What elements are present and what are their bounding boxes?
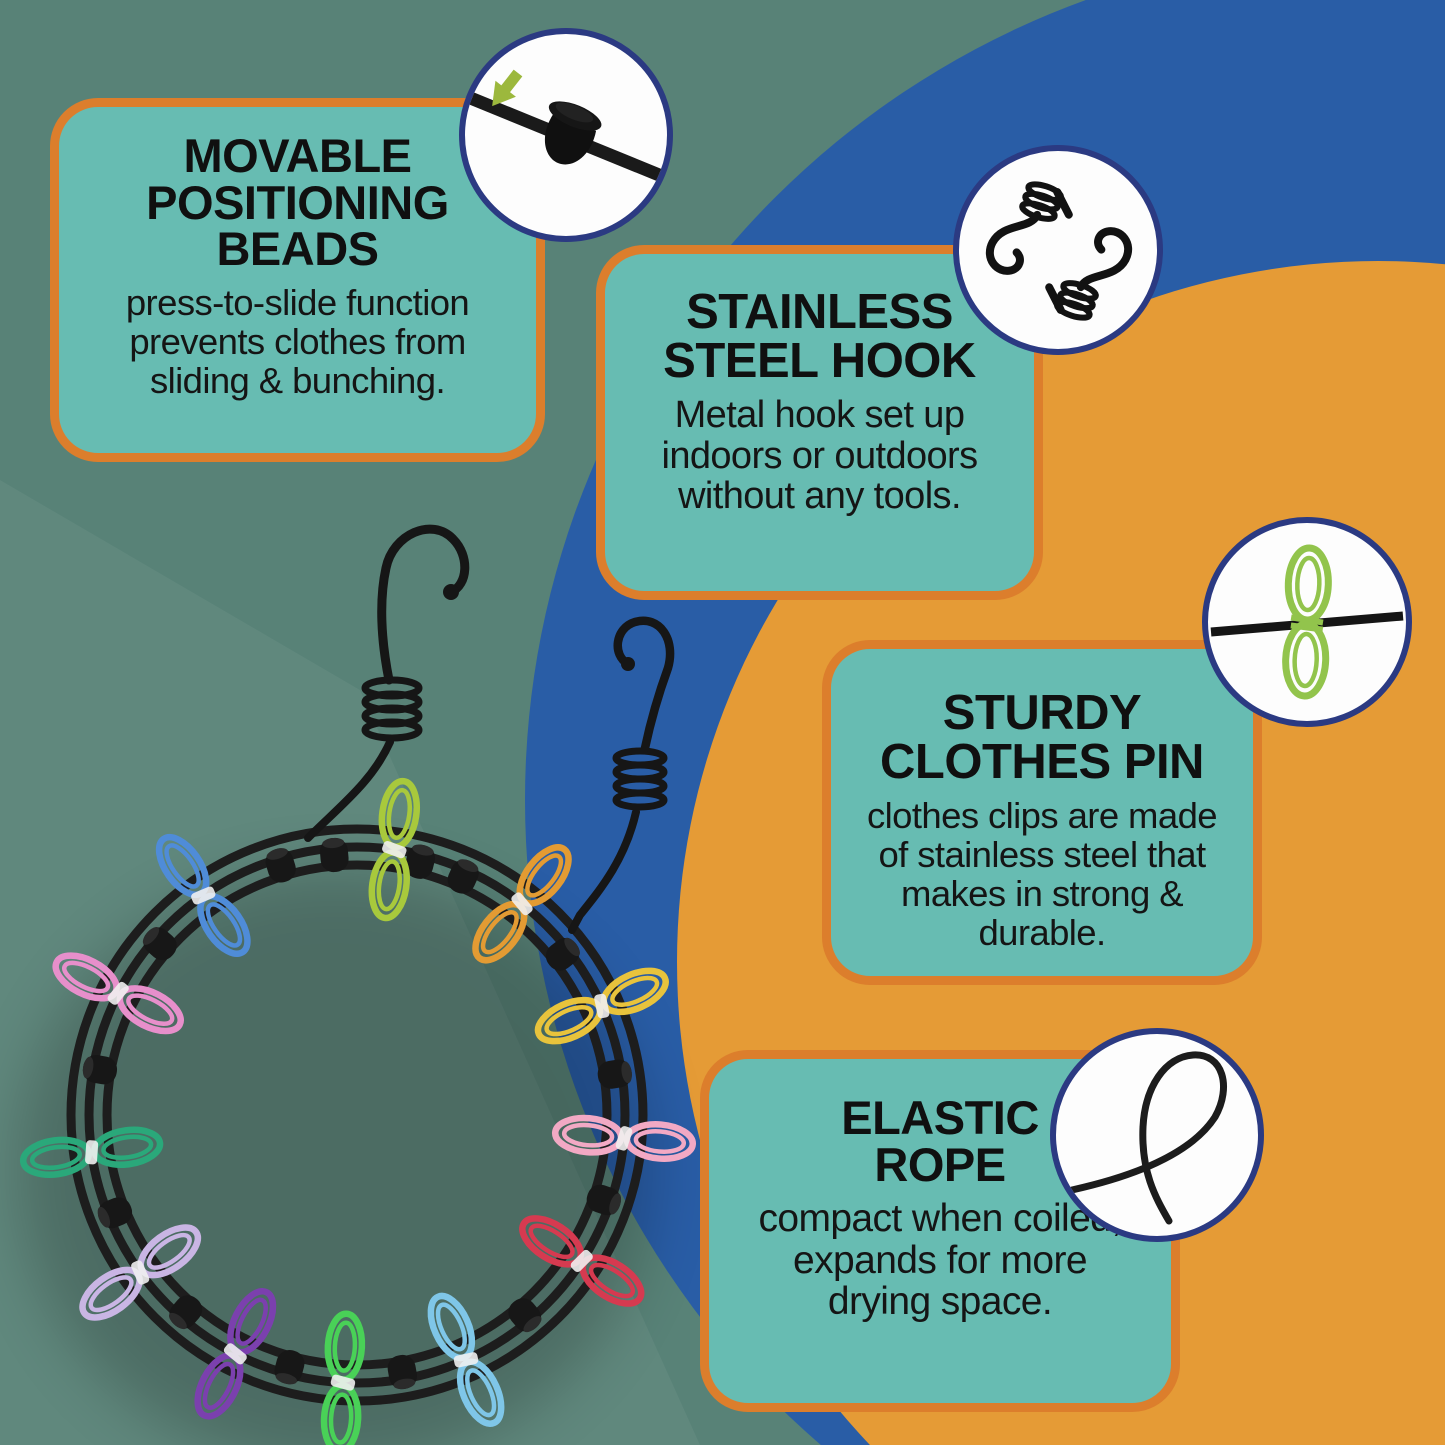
callout-stainless-steel-hook: STAINLESS STEEL HOOK Metal hook set up i… xyxy=(596,245,1043,600)
title-line: ELASTIC xyxy=(841,1091,1039,1144)
clothes-clip xyxy=(368,777,421,922)
clothes-clip xyxy=(52,952,184,1035)
clothes-clips xyxy=(19,777,697,1445)
title-line: STAINLESS xyxy=(686,285,953,339)
bead-photo xyxy=(544,101,602,165)
callout-title: STURDY CLOTHES PIN xyxy=(857,689,1227,786)
title-line: POSITIONING xyxy=(146,175,449,229)
pin-closeup-circle xyxy=(1202,517,1412,727)
clothes-clip xyxy=(472,844,572,964)
title-line: STEEL HOOK xyxy=(663,333,976,388)
clothes-clip xyxy=(155,833,251,957)
clothes-clip xyxy=(194,1288,277,1420)
bead-closeup-circle xyxy=(459,28,673,242)
callout-body: clothes clips are made of stainless stee… xyxy=(867,795,1218,954)
product-photo xyxy=(17,524,697,1445)
title-line: BEADS xyxy=(216,222,379,276)
clothes-clip xyxy=(19,1126,164,1179)
title-line: STURDY xyxy=(942,686,1142,740)
clothes-pin-closeup-photo xyxy=(1210,544,1404,700)
green-clip xyxy=(1282,544,1332,700)
title-line: CLOTHES PIN xyxy=(880,734,1204,789)
elastic-rope-loop-closeup-photo xyxy=(1068,1051,1227,1225)
clothes-clip xyxy=(79,1224,202,1321)
hook-closeup-circle xyxy=(953,145,1163,355)
positioning-bead-closeup-photo xyxy=(465,69,667,184)
top-hook xyxy=(304,524,470,842)
clothes-clip xyxy=(551,1114,697,1162)
callout-title: MOVABLE POSITIONING BEADS xyxy=(85,129,510,276)
clothes-clip xyxy=(427,1292,505,1427)
positioning-beads xyxy=(82,837,632,1390)
clothes-clip xyxy=(320,1310,366,1445)
callout-body: press-to-slide function prevents clothes… xyxy=(125,281,470,401)
steel-hooks-closeup-photo xyxy=(985,181,1133,321)
green-arrow-icon xyxy=(492,69,523,107)
rope-closeup-circle xyxy=(1050,1028,1264,1242)
side-hook xyxy=(568,616,675,934)
callout-sturdy-clothes-pin: STURDY CLOTHES PIN clothes clips are mad… xyxy=(822,640,1262,985)
title-line: ROPE xyxy=(874,1137,1006,1191)
clothes-clip xyxy=(534,967,669,1045)
callout-title: ELASTIC ROPE xyxy=(739,1091,1141,1191)
callout-body: compact when coiled, expands for more dr… xyxy=(758,1197,1122,1324)
title-line: MOVABLE xyxy=(183,129,412,182)
clothes-clip xyxy=(519,1215,645,1307)
callout-title: STAINLESS STEEL HOOK xyxy=(631,288,1008,385)
callout-body: Metal hook set up indoors or outdoors wi… xyxy=(661,394,978,518)
